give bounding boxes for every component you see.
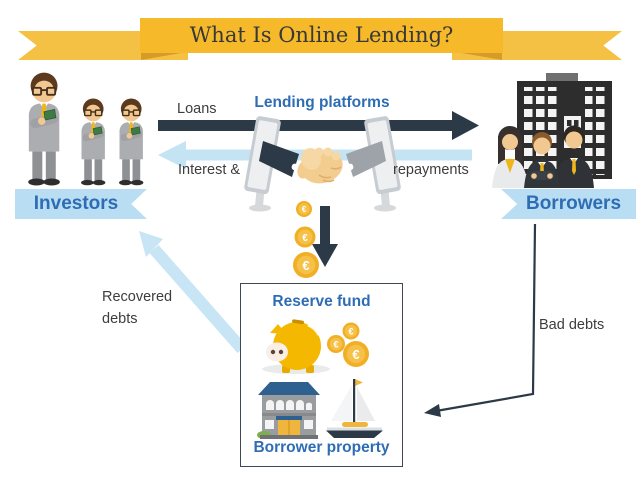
recovered-debts-line1: Recovered bbox=[102, 289, 173, 305]
banner-right-fold bbox=[456, 52, 502, 60]
piggy-bank-icon: € € € bbox=[262, 319, 369, 374]
coin-symbol: € bbox=[348, 327, 353, 337]
right-sleeve bbox=[346, 141, 386, 177]
investors-ribbon: Investors bbox=[15, 189, 147, 219]
borrower-woman bbox=[492, 126, 528, 188]
investors-label: Investors bbox=[33, 193, 119, 214]
borrowers-ribbon: Borrowers bbox=[501, 189, 636, 219]
bad-debts-label: Bad debts bbox=[539, 317, 605, 333]
borrower-property-icons bbox=[257, 379, 383, 439]
clasped-hands bbox=[297, 147, 343, 184]
falling-coins-icon: € € € bbox=[293, 201, 319, 278]
left-cuff bbox=[291, 163, 299, 171]
borrower-man-right bbox=[554, 125, 594, 188]
reserve-coins-icon: € € € bbox=[327, 322, 369, 367]
coin-symbol: € bbox=[333, 340, 338, 350]
loans-arrow bbox=[158, 111, 479, 140]
deposit-down-arrow bbox=[312, 206, 338, 267]
borrowers-building-icon bbox=[492, 73, 612, 188]
lending-platforms-label: Lending platforms bbox=[254, 94, 390, 111]
house-icon bbox=[257, 382, 320, 439]
coin-symbol: € bbox=[302, 258, 309, 273]
interest-label: Interest & bbox=[178, 162, 241, 178]
right-cuff bbox=[346, 163, 354, 171]
banner-title: What Is Online Lending? bbox=[189, 23, 454, 47]
coin-symbol: € bbox=[352, 347, 359, 362]
coin-symbol: € bbox=[302, 233, 308, 244]
device-stand bbox=[249, 185, 396, 212]
loans-label: Loans bbox=[177, 101, 217, 117]
borrower-man-center bbox=[524, 132, 560, 188]
left-sleeve bbox=[259, 141, 299, 177]
recovered-debts-label: Recovered debts bbox=[102, 286, 172, 330]
bad-debts-arrow bbox=[424, 223, 537, 417]
recovered-debts-arrow bbox=[139, 231, 247, 353]
repayments-label: repayments bbox=[393, 162, 469, 178]
borrowers-label: Borrowers bbox=[525, 193, 622, 214]
coin-symbol: € bbox=[302, 205, 307, 214]
borrower-property-caption: Borrower property bbox=[253, 439, 390, 456]
investors-businessmen-icon bbox=[27, 71, 145, 186]
sailboat-icon bbox=[326, 379, 383, 438]
handshake-icon bbox=[244, 116, 401, 212]
reserve-fund-title: Reserve fund bbox=[272, 293, 371, 310]
reserve-fund-box: Reserve fund € € € bbox=[240, 283, 403, 467]
banner-center-panel: What Is Online Lending? bbox=[140, 18, 503, 53]
recovered-debts-line2: debts bbox=[102, 311, 138, 327]
banner-left-fold bbox=[141, 52, 187, 60]
